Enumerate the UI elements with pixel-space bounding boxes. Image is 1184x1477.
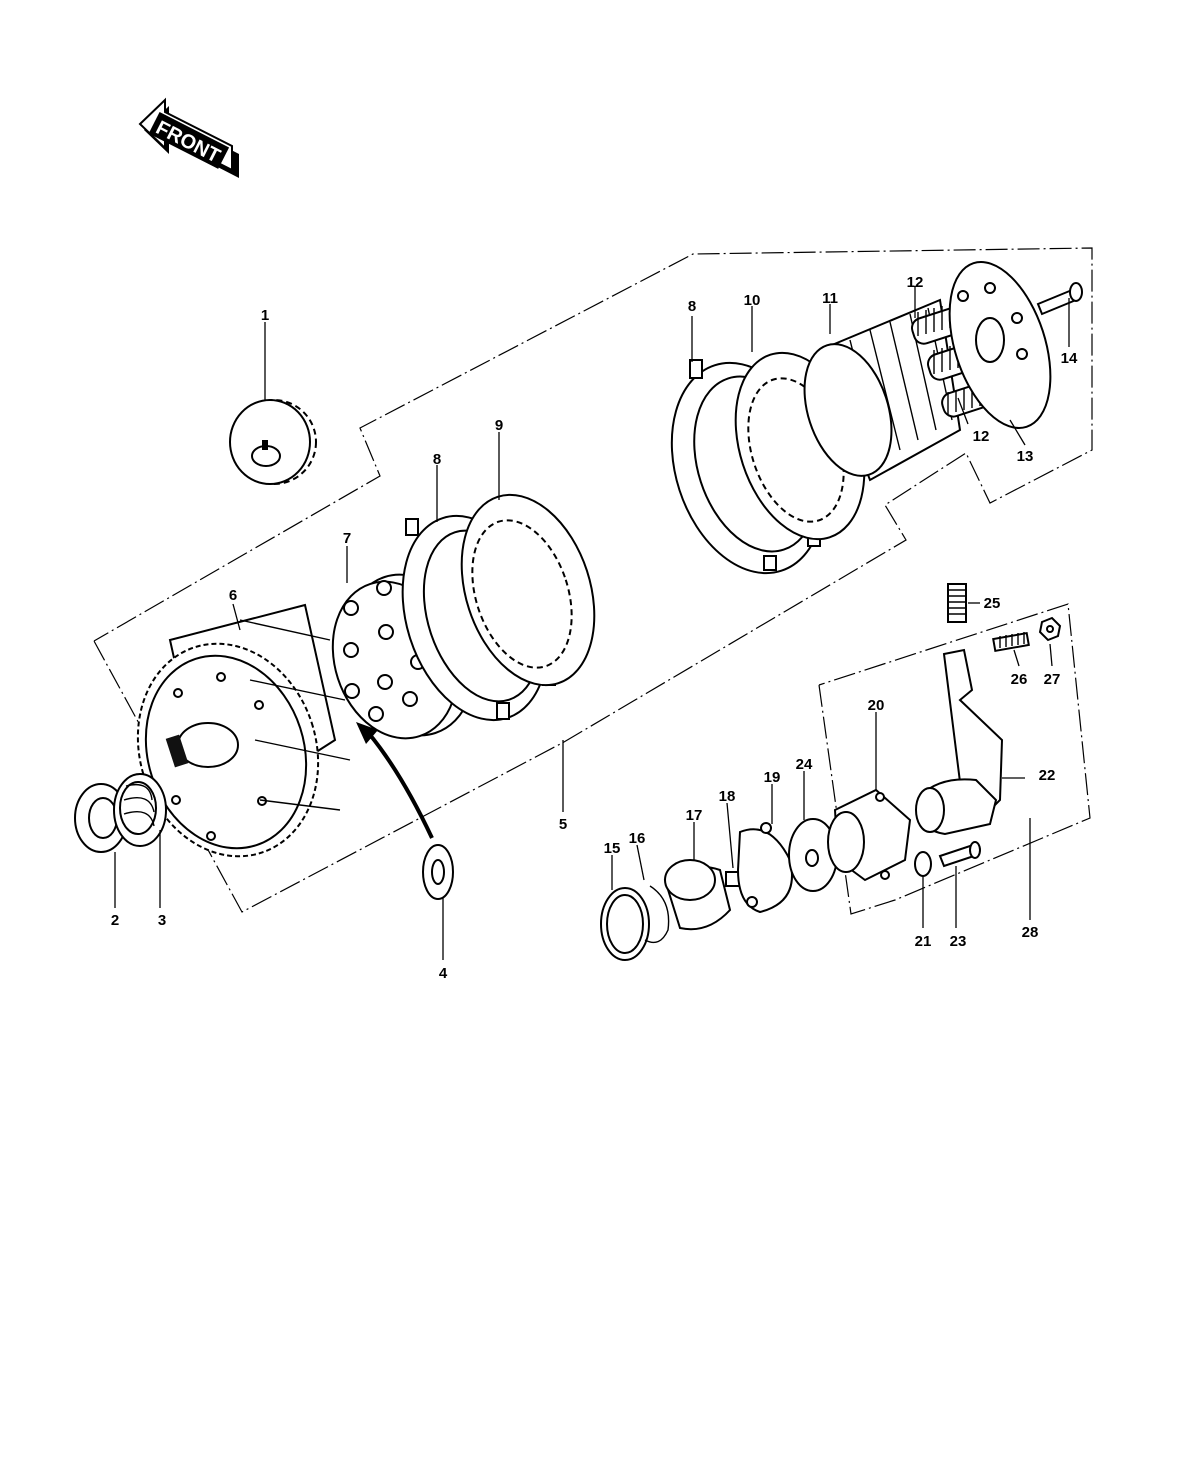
assembly-outline-release [818,603,1091,915]
assembly-outline-clutch [93,247,1093,913]
part-20-release-housing [827,788,912,882]
callout-13: 13 [1017,448,1034,465]
callout-20: 20 [868,697,885,714]
part-17-release-cap [663,859,732,931]
callout-22: 22 [1039,767,1056,784]
part-6-clutch-housing [136,603,351,858]
front-arrow-indicator: FRONT [138,97,239,178]
callout-18: 18 [719,788,736,805]
callout-26: 26 [1011,671,1028,688]
callout-1: 1 [261,307,269,324]
callout-28: 28 [1022,924,1039,941]
callout-15: 15 [604,840,621,857]
part-19-gasket [736,822,793,914]
part-16-ring [644,885,670,944]
part-13-spring-plate [948,261,1052,429]
part-9-steel-plate [460,493,596,687]
callout-17: 17 [686,807,703,824]
part-3-collar [113,773,167,847]
part-23-bolt [938,841,981,868]
callout-25: 25 [984,595,1001,612]
part-22-release-lever [915,648,1004,836]
part-21-washer [914,851,932,877]
callout-3: 3 [158,912,166,929]
part-14-screw [1036,282,1083,316]
part-11-pressure-hub [803,298,962,482]
callout-2: 2 [111,912,119,929]
callout-6: 6 [229,587,237,604]
callout-14: 14 [1061,350,1078,367]
callout-27: 27 [1044,671,1061,688]
callout-24: 24 [796,756,813,773]
callout-4: 4 [439,965,448,982]
part-1-gear [229,399,317,485]
leader-lines [114,286,1070,960]
callout-5: 5 [559,816,567,833]
part-4-washer [422,844,454,900]
callout-23: 23 [950,933,967,950]
callout-21: 21 [915,933,932,950]
callout-19: 19 [764,769,781,786]
callout-11: 11 [822,290,838,307]
part-25-spring [947,583,967,623]
callout-10: 10 [744,292,761,309]
callout-12a: 12 [907,274,924,291]
part-15-circlip [600,887,650,961]
install-arrow [356,722,434,839]
callout-8a: 8 [433,451,441,468]
callout-labels: 1 2 3 4 5 6 7 8 9 8 10 11 12 12 13 14 15… [111,274,1078,982]
callout-9: 9 [495,417,503,434]
callout-8b: 8 [688,298,696,315]
callout-16: 16 [629,830,646,847]
callout-12b: 12 [973,428,990,445]
callout-7: 7 [343,530,351,547]
part-27-nut [1038,616,1062,642]
part-26-adjust-screw [992,631,1030,653]
